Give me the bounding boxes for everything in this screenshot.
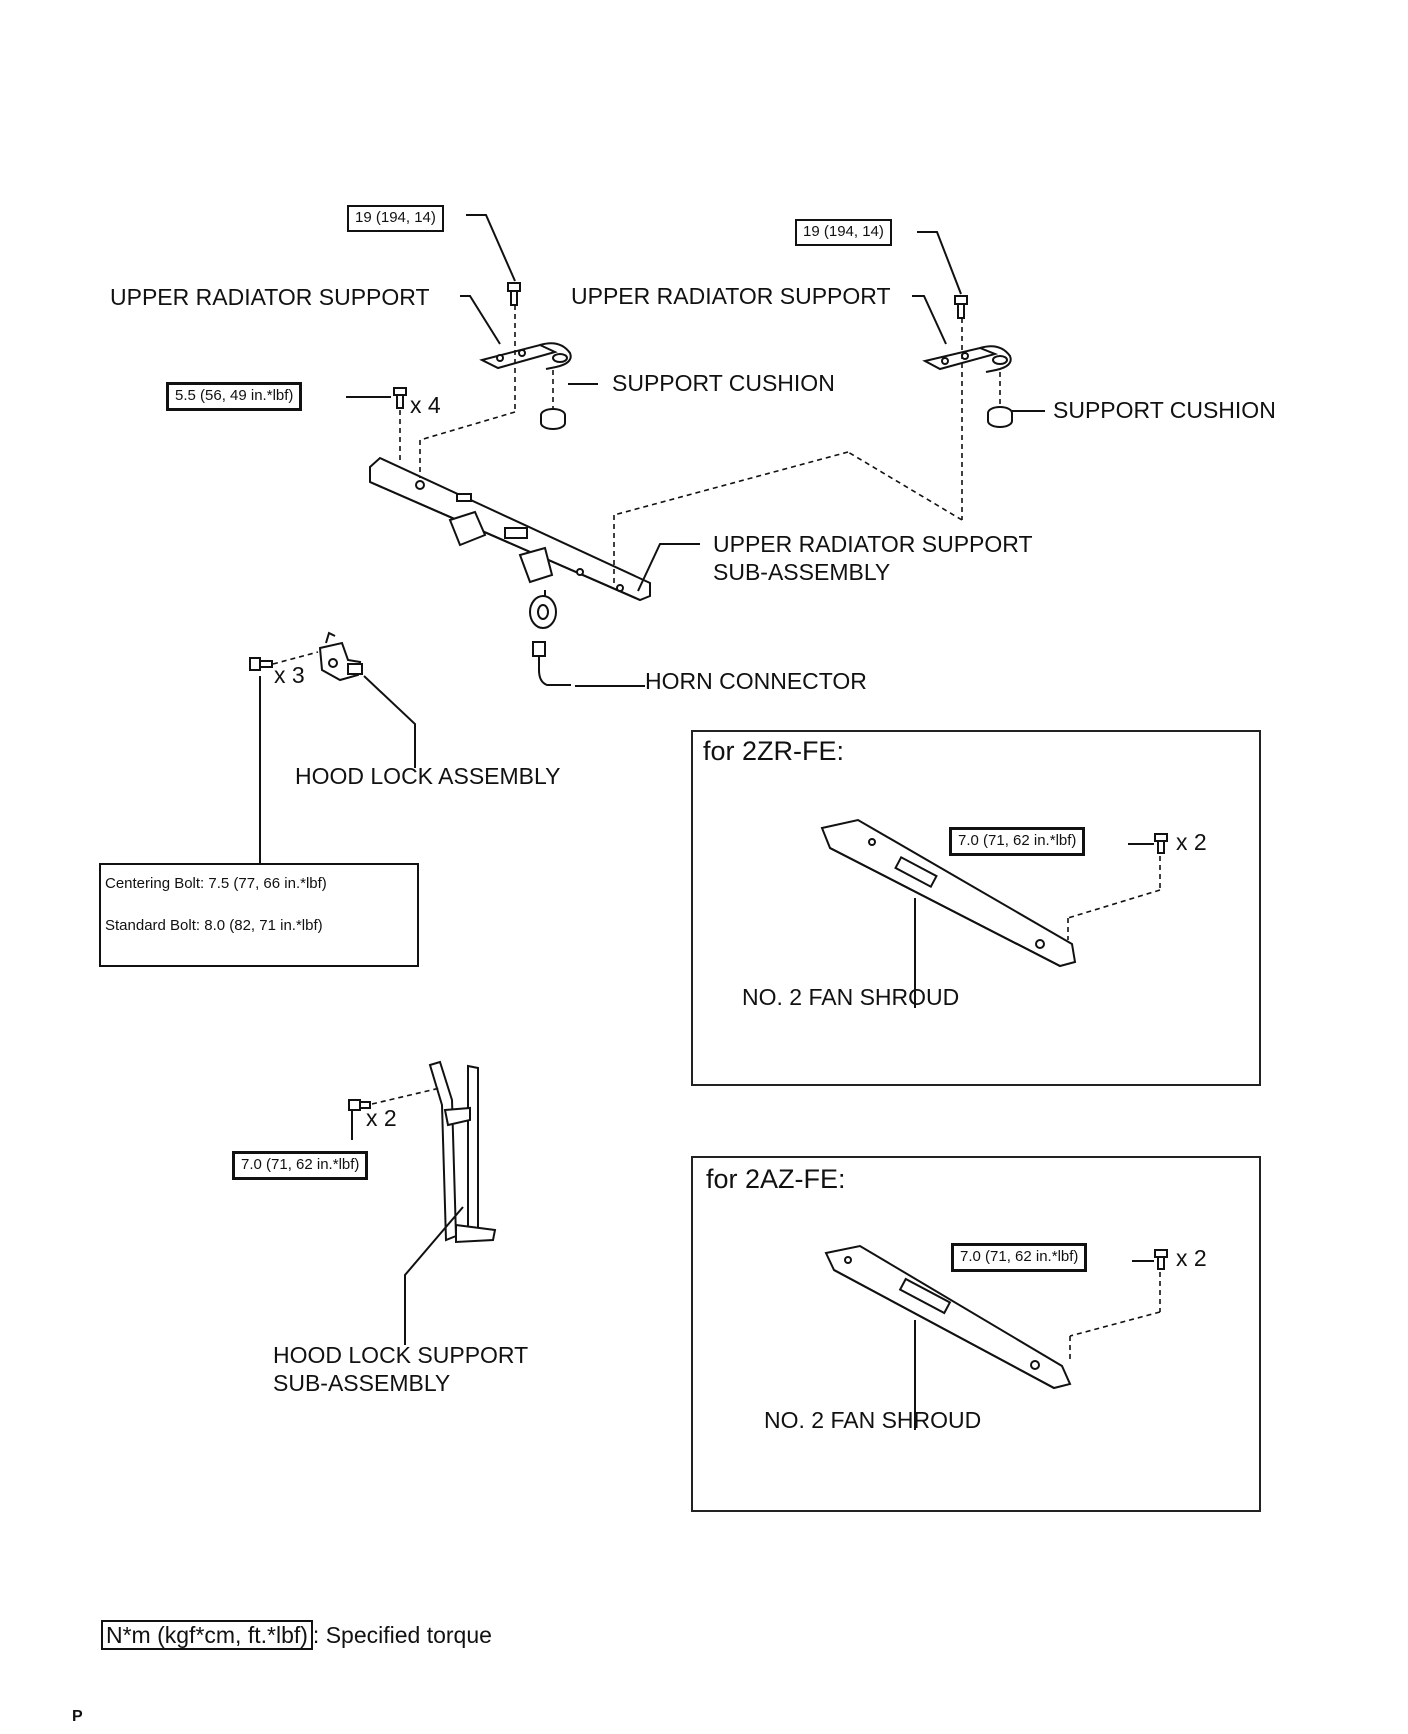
bolt-icon-right-top: [954, 295, 968, 319]
label-support-cushion-right: SUPPORT CUSHION: [1053, 397, 1276, 423]
qty-fan-shroud-2zr: x 2: [1176, 829, 1207, 855]
torque-legend: N*m (kgf*cm, ft.*lbf): Specified torque: [101, 1620, 492, 1650]
fan-shroud-2az-part: [824, 1244, 1072, 1390]
label-fan-shroud-2az: NO. 2 FAN SHROUD: [764, 1407, 982, 1433]
horn-part: [529, 590, 557, 629]
torque-box-fan-shroud-2az: 7.0 (71, 62 in.*lbf): [951, 1243, 1088, 1272]
label-support-cushion-left: SUPPORT CUSHION: [612, 370, 835, 396]
support-cushion-right-part: [987, 406, 1013, 428]
bolt-icon-hood-lock: [249, 657, 273, 671]
label-upper-radiator-support-sub-line2: SUB-ASSEMBLY: [713, 558, 891, 585]
label-hood-lock-support-line1: HOOD LOCK SUPPORT: [273, 1342, 529, 1368]
frame-2zr-fe: [691, 730, 1261, 1086]
label-upper-radiator-support-sub: UPPER RADIATOR SUPPORT SUB-ASSEMBLY: [713, 531, 1033, 586]
label-upper-radiator-support-right: UPPER RADIATOR SUPPORT: [571, 283, 891, 309]
label-upper-radiator-support-left: UPPER RADIATOR SUPPORT: [110, 284, 430, 310]
fan-shroud-2zr-part: [820, 818, 1077, 968]
torque-box-fan-shroud-2zr: 7.0 (71, 62 in.*lbf): [949, 827, 1086, 856]
torque-box-hood-lock-support: 7.0 (71, 62 in.*lbf): [232, 1151, 369, 1180]
torque-legend-unit: N*m (kgf*cm, ft.*lbf): [101, 1620, 313, 1650]
label-hood-lock-support-line2: SUB-ASSEMBLY: [273, 1369, 451, 1396]
upper-radiator-support-sub-assembly-part: [369, 456, 651, 602]
qty-hood-lock-support: x 2: [366, 1105, 397, 1131]
page-marker: P: [72, 1708, 83, 1725]
horn-connector-part: [532, 641, 571, 686]
torque-box-upper-support-sub: 5.5 (56, 49 in.*lbf): [166, 382, 303, 411]
torque-legend-text: : Specified torque: [312, 1622, 492, 1648]
bolt-icon-hood-lock-support: [348, 1099, 371, 1111]
torque-box-hood-lock: Centering Bolt: 7.5 (77, 66 in.*lbf) Sta…: [99, 863, 419, 967]
qty-hood-lock: x 3: [274, 662, 305, 688]
hood-lock-support-part: [428, 1060, 497, 1244]
frame-2az-fe: [691, 1156, 1261, 1512]
torque-box-upper-support-left: 19 (194, 14): [347, 205, 444, 232]
hood-lock-assembly-part: [318, 631, 363, 682]
bolt-icon-2az: [1154, 1249, 1168, 1270]
upper-radiator-support-right-part: [922, 345, 1012, 373]
upper-radiator-support-left-part: [479, 342, 572, 370]
torque-box-upper-support-right: 19 (194, 14): [795, 219, 892, 246]
bolt-icon-left-top: [507, 282, 521, 306]
frame-2zr-fe-title: for 2ZR-FE:: [703, 736, 845, 766]
label-upper-radiator-support-sub-line1: UPPER RADIATOR SUPPORT: [713, 531, 1033, 557]
label-fan-shroud-2zr: NO. 2 FAN SHROUD: [742, 984, 960, 1010]
label-hood-lock-support: HOOD LOCK SUPPORT SUB-ASSEMBLY: [273, 1342, 528, 1397]
qty-fan-shroud-2az: x 2: [1176, 1245, 1207, 1271]
torque-centering-bolt: Centering Bolt: 7.5 (77, 66 in.*lbf): [105, 875, 327, 892]
label-horn-connector: HORN CONNECTOR: [645, 668, 867, 694]
frame-2az-fe-title: for 2AZ-FE:: [706, 1164, 846, 1194]
alignment-dashed-lines: [272, 305, 1161, 1360]
bolt-icon-2zr: [1154, 833, 1168, 854]
qty-upper-support-sub: x 4: [410, 392, 441, 418]
torque-standard-bolt: Standard Bolt: 8.0 (82, 71 in.*lbf): [105, 916, 323, 934]
bolt-icon-sub-assembly: [393, 387, 407, 409]
leader-lines: [259, 214, 1154, 1430]
support-cushion-left-part: [540, 408, 566, 430]
label-hood-lock-assembly: HOOD LOCK ASSEMBLY: [295, 763, 561, 789]
